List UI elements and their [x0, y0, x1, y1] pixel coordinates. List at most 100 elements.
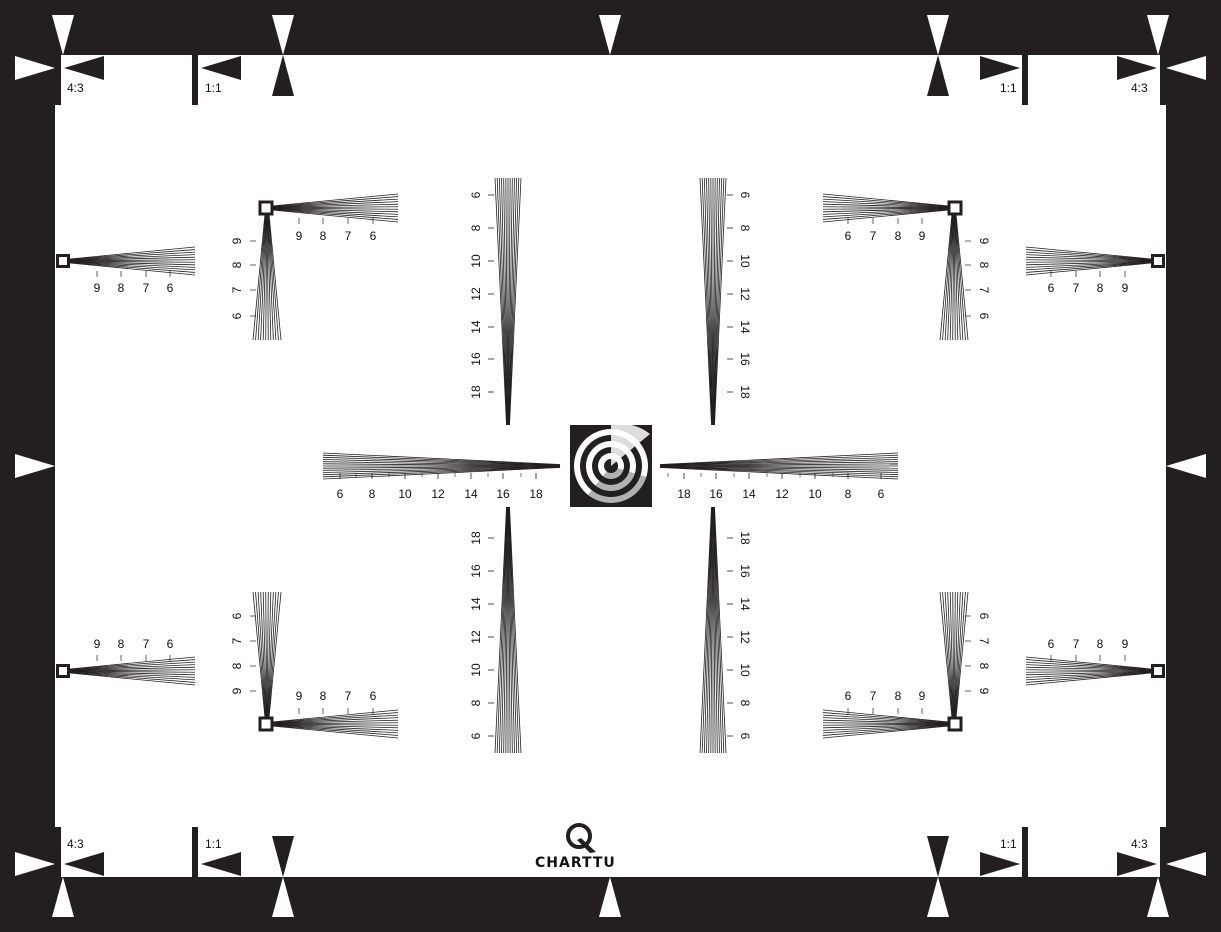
- wedge-line: [712, 177, 716, 426]
- wedge-line: [271, 725, 399, 739]
- notch: [192, 55, 198, 105]
- wedge-line: [257, 213, 267, 341]
- wedge-line: [505, 177, 509, 426]
- wedge-line: [271, 724, 399, 734]
- scale-label: 8: [230, 662, 244, 669]
- scale-label: 8: [230, 261, 244, 268]
- scale-label: 8: [738, 700, 752, 707]
- wedge-line: [69, 260, 196, 263]
- wedge-line: [706, 506, 713, 754]
- wedge-line: [69, 664, 196, 671]
- scale-label: 7: [143, 281, 150, 295]
- wedge-line: [69, 670, 196, 673]
- wedge-line: [949, 591, 954, 719]
- scale-label: 9: [919, 229, 926, 243]
- scale-label: 7: [345, 229, 352, 243]
- wedge-line: [494, 506, 507, 754]
- scale-label: 14: [738, 320, 752, 334]
- scale-label: 7: [870, 689, 877, 703]
- wedge-line: [271, 712, 399, 723]
- wedge-line: [322, 465, 561, 469]
- wedge-line: [507, 177, 511, 426]
- wedge-line: [271, 719, 399, 724]
- wedge-line: [508, 506, 518, 754]
- wedge-line: [322, 466, 561, 476]
- scale-label: 16: [738, 352, 752, 366]
- wedge-line: [508, 506, 515, 754]
- wedge-line: [508, 177, 520, 426]
- wedge-line: [1025, 671, 1152, 676]
- wedge-line: [322, 456, 561, 466]
- wedge-line: [267, 591, 274, 719]
- wedge-line: [322, 466, 561, 471]
- wedge-line: [268, 591, 279, 719]
- wedge-line: [659, 463, 899, 467]
- scale-label: 6: [469, 732, 483, 739]
- wedge-line: [822, 714, 950, 724]
- wedge-line: [69, 261, 196, 271]
- wedge-line: [944, 591, 954, 719]
- wedge-line: [69, 672, 196, 683]
- wedge-line: [822, 201, 950, 208]
- wedge-line: [271, 725, 399, 736]
- wedge-line: [1025, 672, 1152, 686]
- wedge-line: [262, 591, 267, 719]
- wedge-line: [659, 454, 899, 466]
- scale-label: 9: [230, 237, 244, 244]
- scale-label: 12: [431, 487, 445, 501]
- scale-label: 6: [738, 733, 752, 740]
- notch: [1022, 827, 1028, 877]
- scale-label: 16: [496, 487, 510, 501]
- wedge-line: [659, 466, 899, 473]
- wedge-line: [69, 672, 196, 686]
- wedge-line: [1025, 261, 1152, 266]
- notch: [1160, 827, 1166, 877]
- wedge-line: [271, 201, 399, 208]
- scale-label: 8: [118, 637, 125, 651]
- wedge-line: [322, 459, 561, 466]
- scale-label: 6: [738, 192, 752, 199]
- wedge-line: [507, 506, 511, 754]
- scale-label: 9: [1122, 281, 1129, 295]
- wedge-line: [69, 251, 196, 261]
- notch: [55, 827, 61, 877]
- scale-label: 6: [1048, 637, 1055, 651]
- wedge-line: [703, 177, 713, 426]
- scale-label: 12: [738, 630, 752, 644]
- wedge-line: [271, 208, 399, 215]
- notch: [55, 55, 61, 105]
- scale-label: 6: [370, 229, 377, 243]
- wedge-line: [69, 671, 196, 676]
- wedge-line: [508, 506, 513, 754]
- wedge-line: [822, 208, 950, 215]
- wedge-line: [822, 724, 950, 729]
- wedge-line: [262, 213, 267, 341]
- scale-label: 14: [469, 320, 483, 334]
- scale-label: 12: [738, 287, 752, 301]
- scale-label: 18: [529, 487, 543, 501]
- wedge-line: [713, 506, 720, 754]
- wedge-line: [69, 262, 196, 276]
- corner-square: [947, 200, 963, 216]
- wedge-line: [322, 461, 561, 466]
- wedge-line: [69, 669, 196, 672]
- wedge-line: [1025, 251, 1152, 261]
- q-logo-icon: [566, 823, 596, 853]
- wedge-line: [69, 659, 196, 670]
- wedge-line: [271, 198, 399, 208]
- wedge-line: [69, 256, 196, 261]
- wedge-line: [659, 461, 899, 466]
- scale-label: 8: [118, 281, 125, 295]
- scale-label: 8: [845, 487, 852, 501]
- wedge-line: [496, 506, 508, 754]
- wedge-line: [509, 177, 522, 426]
- scale-label: 6: [977, 313, 991, 320]
- scale-label: 18: [469, 385, 483, 399]
- wedge-line: [252, 591, 266, 719]
- wedge-line: [267, 591, 272, 719]
- wedge-line: [271, 208, 399, 213]
- scale-label: 6: [230, 312, 244, 319]
- wedge-line: [268, 591, 282, 719]
- scale-label: 10: [808, 487, 822, 501]
